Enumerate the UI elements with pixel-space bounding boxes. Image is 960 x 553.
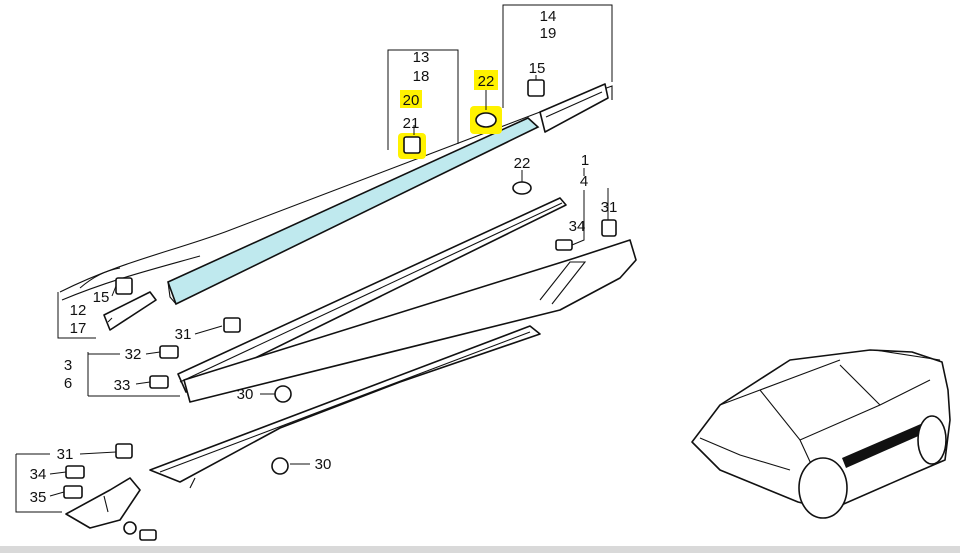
label-12: 12: [70, 302, 87, 319]
side-sill-molding: [177, 197, 567, 393]
label-35: 35: [30, 489, 47, 506]
label-15-lower: 15: [93, 289, 110, 306]
bottom-scroll-bar: [0, 546, 960, 553]
label-34-bottom: 34: [30, 466, 47, 483]
label-17: 17: [70, 320, 87, 337]
label-33: 33: [114, 377, 131, 394]
rear-garnish: [539, 83, 609, 133]
side-garnish: [166, 117, 540, 306]
sill-rail: [149, 325, 541, 489]
label-34-right: 34: [569, 218, 586, 235]
label-31-right: 31: [601, 199, 618, 216]
screw-30-upper: [274, 385, 292, 403]
label-13: 13: [413, 49, 430, 66]
clip-31-right: [601, 219, 617, 237]
label-22-top: 22: [478, 73, 495, 90]
front-garnish: [103, 291, 157, 331]
label-19: 19: [540, 25, 557, 42]
label-22-highlight: [474, 70, 498, 90]
clip-15-lower: [115, 277, 133, 295]
screw-bottom: [123, 521, 157, 541]
clip-34-right: [555, 239, 573, 251]
clip-32: [159, 345, 179, 359]
clip-35: [63, 485, 83, 499]
clip-34-bottom: [65, 465, 85, 479]
label-3: 3: [64, 357, 72, 374]
clip-21: [398, 133, 426, 159]
label-18: 18: [413, 68, 430, 85]
clip-22-highlighted: [470, 106, 502, 134]
label-20: 20: [403, 92, 420, 109]
label-21: 21: [403, 115, 420, 132]
label-15-upper: 15: [529, 60, 546, 77]
label-1: 1: [581, 152, 589, 169]
clip-15-upper: [527, 79, 545, 97]
label-6: 6: [64, 375, 72, 392]
label-4: 4: [580, 173, 588, 190]
front-bracket: [65, 477, 141, 529]
clip-31-bottom: [115, 443, 133, 459]
clip-33: [149, 375, 169, 389]
label-32: 32: [125, 346, 142, 363]
label-31-left: 31: [175, 326, 192, 343]
clip-31-left: [223, 317, 241, 333]
clip-22: [512, 181, 532, 195]
part-number-labels: 1 4 3 6 13 18 20 21 22 22 14 19 15 15 12…: [30, 8, 618, 506]
leader-lines: [15, 4, 613, 513]
label-31-bottom: 31: [57, 446, 74, 463]
car-thumbnail: [691, 349, 951, 519]
label-30-upper: 30: [237, 386, 254, 403]
label-22-mid: 22: [514, 155, 531, 172]
label-30-lower: 30: [315, 456, 332, 473]
sill-garnish: [183, 239, 637, 403]
label-14: 14: [540, 8, 557, 25]
screw-30-lower: [271, 457, 289, 475]
label-20-highlight: [400, 90, 422, 108]
